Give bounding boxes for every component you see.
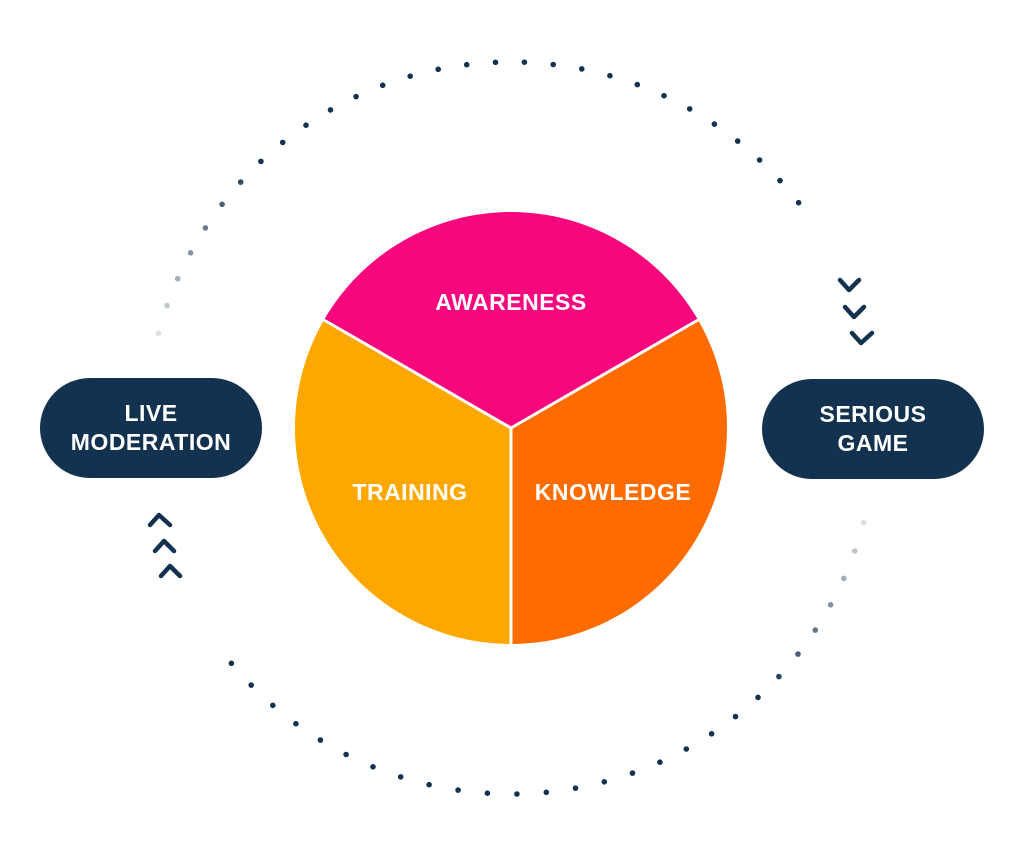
arc-dot	[370, 764, 376, 770]
arc-dot	[303, 122, 309, 128]
concept-wheel: AWARENESS TRAINING KNOWLEDGE	[294, 212, 727, 644]
arc-dot	[852, 548, 858, 554]
serious-game-line2: GAME	[837, 430, 909, 456]
arc-dot	[795, 651, 801, 657]
live-moderation-line1: LIVE	[124, 400, 178, 426]
wheel-divider-line	[323, 318, 512, 430]
arc-dot	[228, 660, 235, 667]
arc-dot	[164, 302, 170, 309]
chevron-up-icon	[147, 512, 183, 579]
arc-dot	[661, 92, 667, 99]
arc-dot	[629, 770, 636, 776]
arc-dot	[317, 737, 324, 743]
arc-dot	[812, 627, 819, 633]
arc-dot	[686, 106, 693, 112]
arc-dot	[237, 179, 244, 185]
arc-dot	[174, 275, 181, 282]
arc-dot	[711, 121, 718, 127]
arc-dot	[708, 731, 715, 737]
arc-dot	[550, 61, 556, 68]
arc-dot	[379, 82, 386, 89]
arc-dot	[463, 61, 470, 68]
arc-dot	[492, 59, 499, 66]
arc-dot	[827, 602, 834, 608]
arc-dot	[426, 781, 432, 788]
knowledge-label: KNOWLEDGE	[535, 479, 692, 505]
awareness-label: AWARENESS	[435, 289, 586, 315]
arc-dot	[683, 746, 690, 752]
arc-dot	[841, 575, 847, 582]
knowledge-segment	[511, 320, 727, 644]
arc-dot	[397, 774, 404, 780]
arc-dot	[601, 779, 608, 785]
live-moderation-line2: MODERATION	[70, 429, 232, 455]
arc-dot	[543, 789, 550, 796]
arc-dot	[795, 199, 802, 206]
arc-dot	[607, 72, 613, 79]
arc-dot	[343, 751, 349, 758]
arc-dot	[279, 139, 286, 146]
bottom-dotted-arc	[228, 519, 867, 797]
arc-dot	[777, 177, 783, 184]
arc-dot	[435, 66, 442, 73]
arc-dot	[657, 759, 663, 765]
arc-dot	[270, 702, 276, 709]
arc-dot	[860, 519, 867, 526]
live-moderation-node: LIVE MODERATION	[40, 378, 262, 478]
arc-dot	[521, 59, 528, 65]
arc-dot	[756, 157, 763, 163]
arc-dot	[634, 81, 641, 88]
arc-dot	[776, 673, 782, 680]
chevron-down-icon	[837, 277, 875, 346]
arc-dot	[455, 787, 461, 793]
arc-dot	[755, 694, 761, 701]
arc-dot	[219, 201, 225, 208]
arc-dot	[155, 330, 162, 337]
arc-dot	[407, 73, 414, 79]
arc-dot	[248, 682, 254, 688]
arc-dot	[514, 791, 520, 797]
arc-dot	[353, 93, 359, 100]
arc-dot	[258, 158, 264, 165]
training-label: TRAINING	[352, 479, 467, 505]
wheel-dividers	[323, 318, 699, 644]
arc-dot	[734, 138, 741, 144]
serious-game-node: SERIOUS GAME	[762, 379, 984, 479]
top-dotted-arc	[155, 59, 802, 337]
arc-dot	[484, 790, 491, 796]
arc-dot	[202, 225, 209, 231]
arc-dot	[579, 66, 585, 72]
arc-dot	[572, 785, 579, 791]
arc-dot	[293, 720, 299, 727]
arc-dot	[732, 713, 739, 720]
arc-dot	[327, 107, 334, 113]
training-segment	[294, 320, 511, 644]
wheel-divider-line	[510, 318, 699, 430]
serious-game-line1: SERIOUS	[819, 401, 927, 427]
arc-dot	[187, 250, 194, 256]
